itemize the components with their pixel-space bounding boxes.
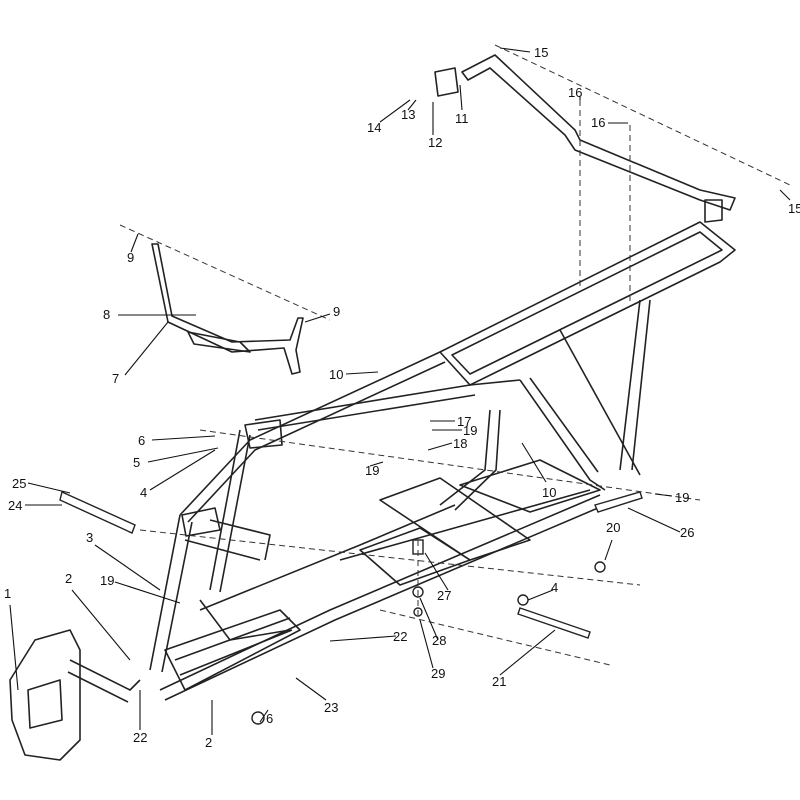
callout-label-9: 9 <box>333 304 340 319</box>
leader-line-9 <box>304 313 331 323</box>
callout-label-15: 15 <box>534 45 548 60</box>
callout-label-10: 10 <box>542 485 556 500</box>
leader-line-20 <box>604 539 613 561</box>
leader-line-14 <box>379 99 411 123</box>
callout-label-4: 4 <box>551 580 558 595</box>
leader-line-28 <box>419 597 439 641</box>
callout-label-16: 16 <box>591 115 605 130</box>
callout-label-12: 12 <box>428 135 442 150</box>
callout-label-19: 19 <box>463 423 477 438</box>
leader-line-9 <box>130 233 139 253</box>
leader-line-10 <box>521 442 547 483</box>
main-frame <box>149 221 736 701</box>
callout-label-29: 29 <box>431 666 445 681</box>
callout-label-27: 27 <box>437 588 451 603</box>
callout-label-19: 19 <box>365 463 379 478</box>
leader-line-23 <box>295 677 327 701</box>
callout-label-6: 6 <box>138 433 145 448</box>
callout-label-16: 16 <box>568 85 582 100</box>
leader-line-18 <box>427 442 453 451</box>
leader-line-15 <box>499 47 531 53</box>
leader-line-10 <box>345 371 379 375</box>
leader-line-19 <box>654 493 673 497</box>
callout-label-13: 13 <box>401 107 415 122</box>
leader-line-6 <box>151 435 216 441</box>
leader-line-29 <box>419 619 434 669</box>
callout-label-26: 26 <box>680 525 694 540</box>
leader-line-4 <box>149 449 216 491</box>
leader-line-15 <box>779 189 791 201</box>
callout-label-28: 28 <box>432 633 446 648</box>
leader-line-19 <box>369 461 384 467</box>
rod-part-21 <box>517 607 591 639</box>
leader-line-4 <box>527 589 554 601</box>
callout-label-2: 2 <box>65 571 72 586</box>
callout-label-21: 21 <box>492 674 506 689</box>
callout-label-14: 14 <box>367 120 381 135</box>
callout-label-18: 18 <box>453 436 467 451</box>
front-rack <box>151 243 304 375</box>
leader-line-13 <box>407 99 417 111</box>
leader-line-22 <box>329 635 397 642</box>
callout-label-10: 10 <box>329 367 343 382</box>
leader-line-19 <box>114 581 181 604</box>
leader-line-7 <box>124 321 169 376</box>
callout-label-22: 22 <box>393 629 407 644</box>
callout-label-7: 7 <box>112 371 119 386</box>
nut-part-4 <box>517 594 529 606</box>
leader-line-21 <box>499 629 556 676</box>
callout-label-3: 3 <box>86 530 93 545</box>
callout-labels: 1223445667899101011121314151516161718191… <box>4 45 800 750</box>
callout-label-5: 5 <box>133 455 140 470</box>
leader-line-6 <box>259 709 269 723</box>
callout-label-24: 24 <box>8 498 22 513</box>
leader-line-3 <box>94 544 161 591</box>
callout-label-15: 15 <box>788 201 800 216</box>
callout-label-11: 11 <box>455 111 469 126</box>
callout-label-17: 17 <box>457 414 471 429</box>
callout-label-4: 4 <box>140 485 147 500</box>
callout-label-25: 25 <box>12 476 26 491</box>
callout-label-22: 22 <box>133 730 147 745</box>
bracket-part-25 <box>59 491 136 534</box>
link-part-26 <box>594 491 643 513</box>
leader-line-5 <box>147 447 219 463</box>
callout-label-20: 20 <box>606 520 620 535</box>
callout-label-19: 19 <box>100 573 114 588</box>
leader-line-27 <box>424 552 449 591</box>
leader-line-11 <box>459 84 463 111</box>
callout-label-6: 6 <box>266 711 273 726</box>
leader-line-25 <box>27 482 71 494</box>
callout-leaders <box>9 47 791 735</box>
leader-line-2 <box>71 589 131 661</box>
callout-label-9: 9 <box>127 250 134 265</box>
callout-label-1: 1 <box>4 586 11 601</box>
bolt-part-20 <box>594 561 606 573</box>
upper-handle-bar <box>434 54 736 223</box>
leader-line-1 <box>9 604 19 691</box>
callout-label-8: 8 <box>103 307 110 322</box>
front-bumper <box>9 629 141 761</box>
callout-label-23: 23 <box>324 700 338 715</box>
callout-label-2: 2 <box>205 735 212 750</box>
callout-label-19: 19 <box>675 490 689 505</box>
leader-line-26 <box>627 507 681 533</box>
